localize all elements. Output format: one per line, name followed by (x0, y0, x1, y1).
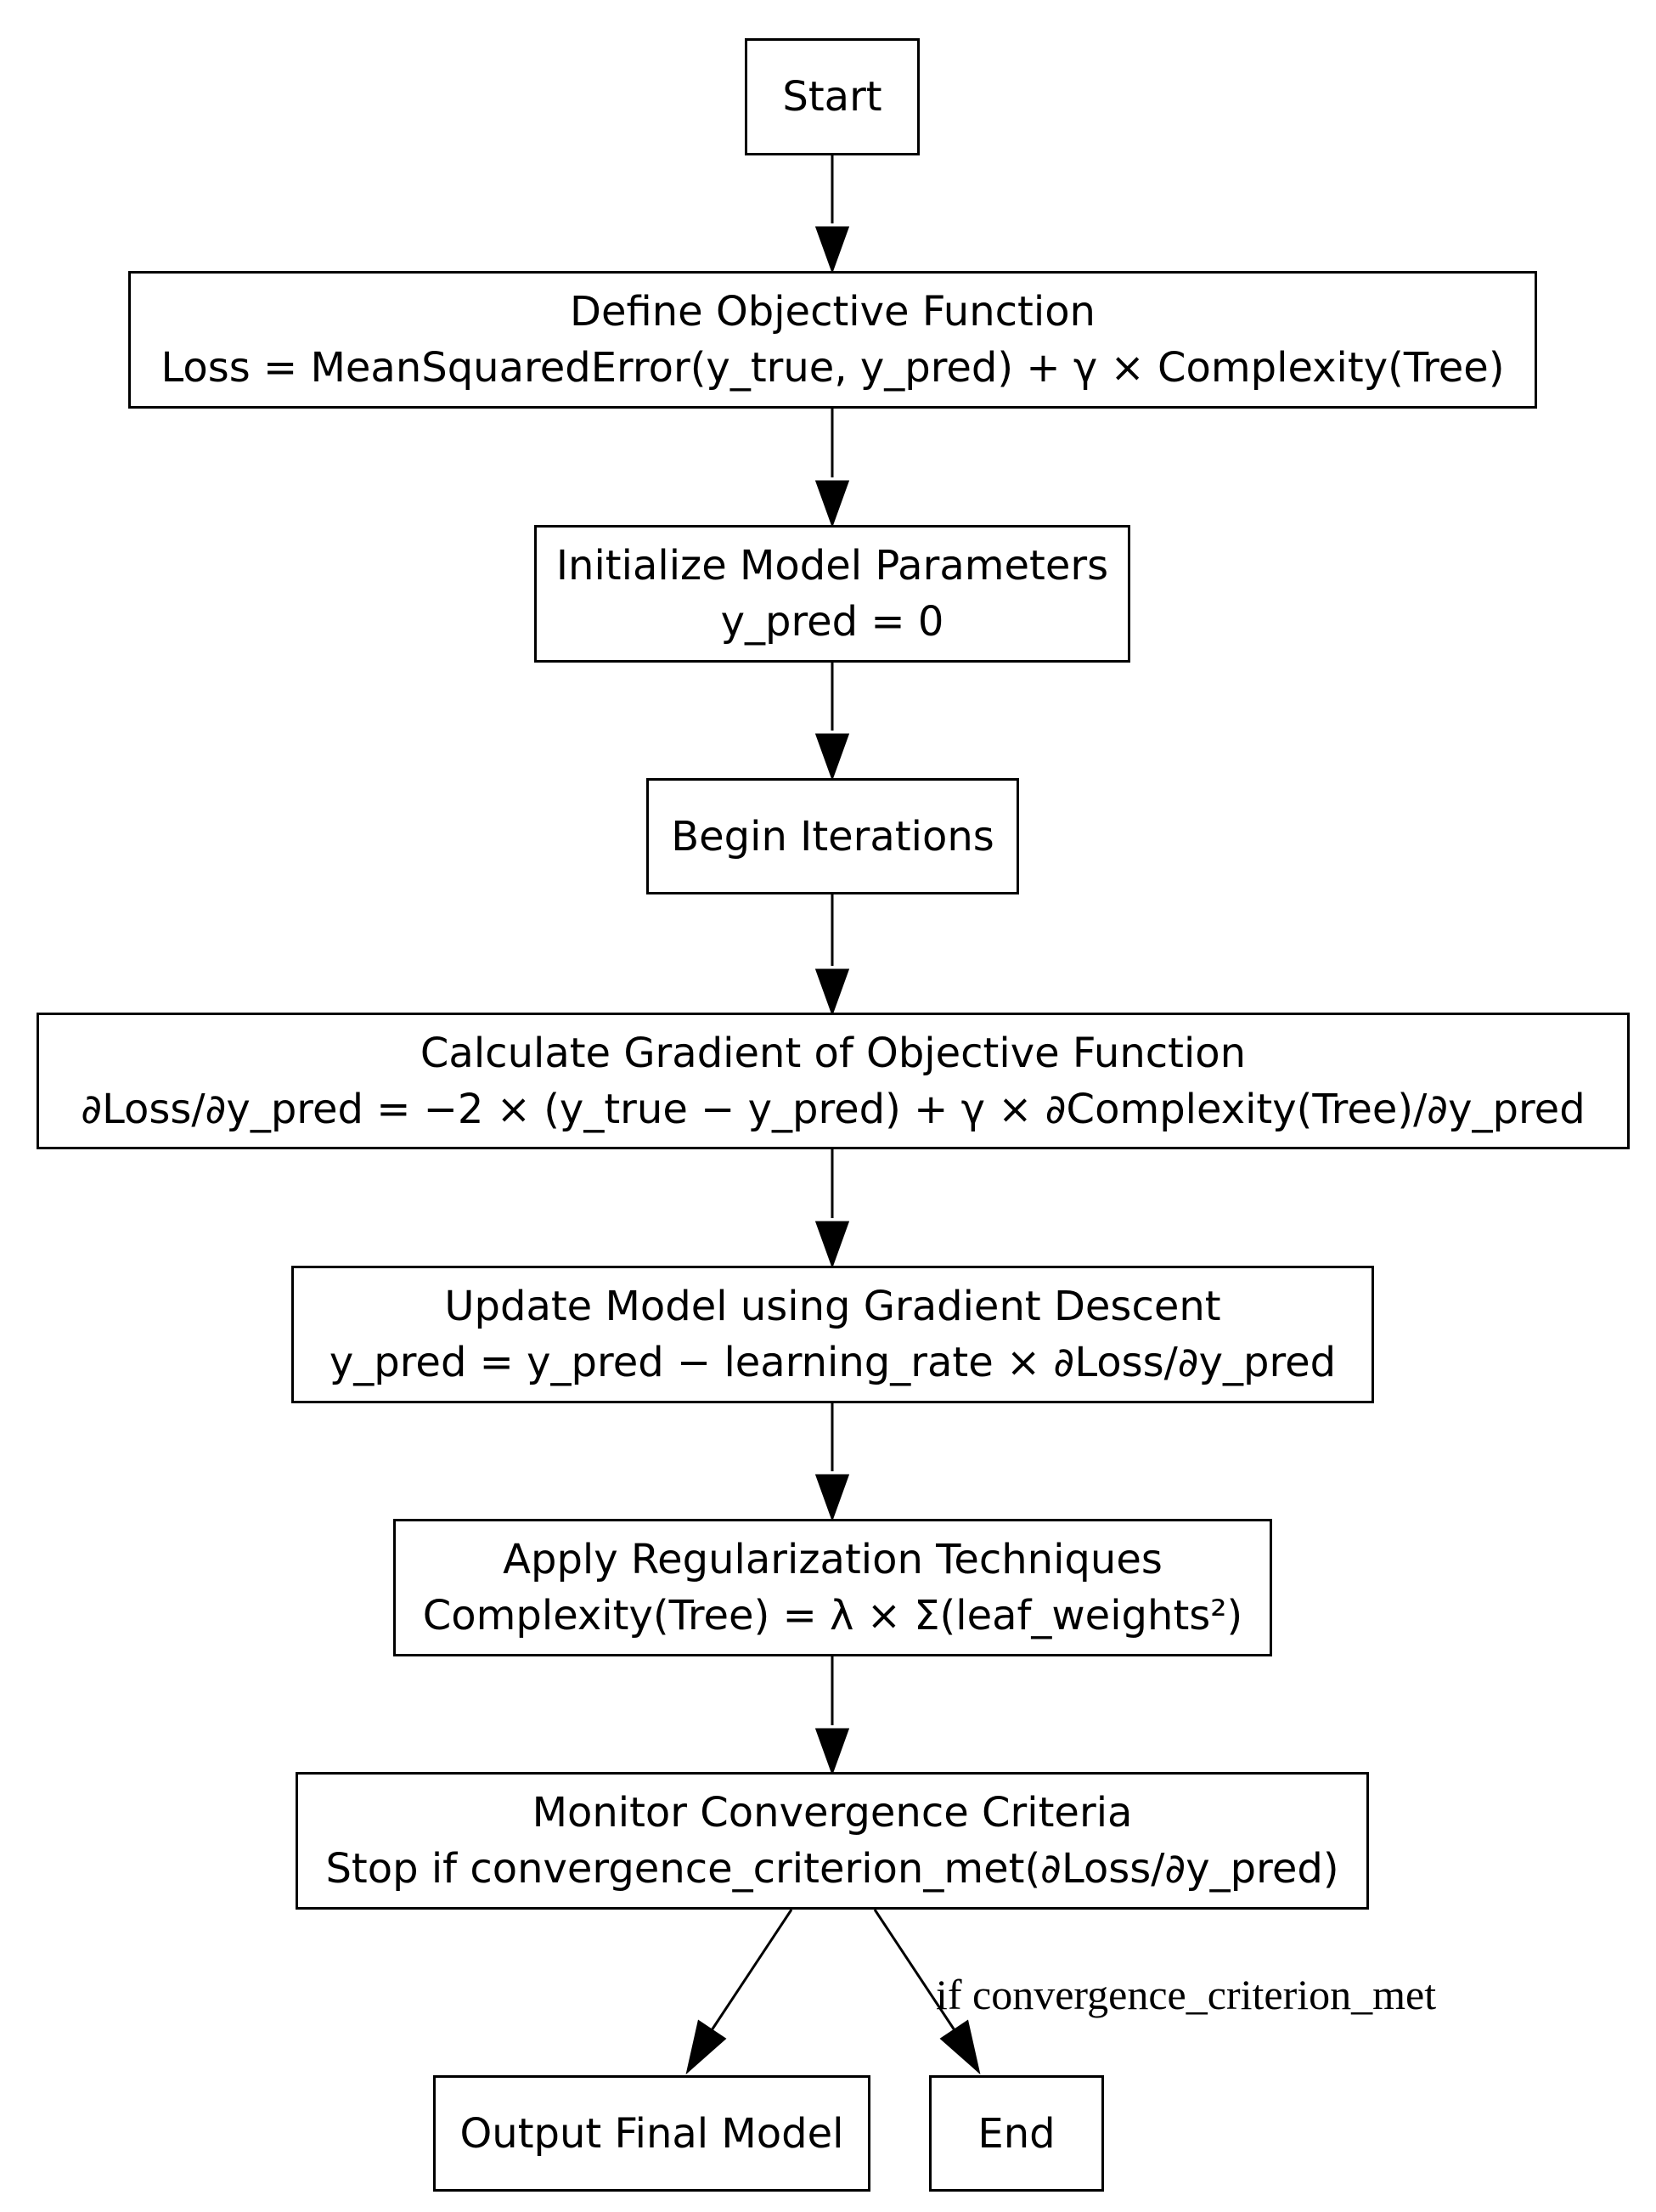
node-start-label: Start (782, 73, 882, 121)
node-end-label: End (977, 2109, 1056, 2158)
arrowhead-monitor-to-output (685, 2019, 727, 2075)
node-monitor-detail: Stop if convergence_criterion_met(∂Loss/… (325, 1845, 1339, 1893)
node-initialize: Initialize Model Parameters y_pred = 0 (534, 525, 1130, 663)
node-regularization: Apply Regularization Techniques Complexi… (393, 1519, 1272, 1656)
arrowhead-calculate-to-update (814, 1221, 850, 1269)
edge-label-convergence: if convergence_criterion_met (936, 1971, 1437, 2018)
node-calculate-gradient-detail: ∂Loss/∂y_pred = −2 × (y_true − y_pred) +… (81, 1085, 1586, 1133)
node-output: Output Final Model (433, 2075, 870, 2192)
node-update-model-detail: y_pred = y_pred − learning_rate × ∂Loss/… (329, 1339, 1337, 1386)
node-update-model: Update Model using Gradient Descent y_pr… (291, 1266, 1374, 1403)
arrowhead-initialize-to-begin (814, 733, 850, 782)
arrowhead-define-to-initialize (814, 480, 850, 528)
node-begin-iterations: Begin Iterations (646, 778, 1019, 894)
arrowhead-monitor-to-end (939, 2019, 981, 2075)
node-define-objective-detail: Loss = MeanSquaredError(y_true, y_pred) … (161, 344, 1505, 392)
arrowhead-regularization-to-monitor (814, 1728, 850, 1776)
node-initialize-detail: y_pred = 0 (720, 598, 944, 646)
arrow-monitor-to-output (710, 1909, 793, 2031)
arrowhead-update-to-regularization (814, 1474, 850, 1522)
arrowhead-begin-to-calculate (814, 968, 850, 1017)
node-regularization-title: Apply Regularization Techniques (503, 1536, 1163, 1583)
node-monitor-title: Monitor Convergence Criteria (532, 1789, 1133, 1837)
node-calculate-gradient: Calculate Gradient of Objective Function… (37, 1013, 1630, 1149)
arrowhead-start-to-define (814, 226, 850, 274)
node-monitor: Monitor Convergence Criteria Stop if con… (296, 1772, 1369, 1910)
arrow-monitor-to-end (873, 1909, 956, 2031)
node-define-objective-title: Define Objective Function (570, 288, 1096, 336)
node-update-model-title: Update Model using Gradient Descent (444, 1283, 1221, 1330)
node-begin-iterations-label: Begin Iterations (671, 812, 994, 861)
node-initialize-title: Initialize Model Parameters (555, 542, 1109, 590)
node-define-objective: Define Objective Function Loss = MeanSqu… (128, 271, 1537, 409)
node-end: End (929, 2075, 1104, 2192)
node-start: Start (745, 38, 920, 155)
node-regularization-detail: Complexity(Tree) = λ × Σ(leaf_weights²) (422, 1592, 1243, 1639)
node-output-label: Output Final Model (459, 2109, 844, 2158)
node-calculate-gradient-title: Calculate Gradient of Objective Function (420, 1029, 1247, 1077)
